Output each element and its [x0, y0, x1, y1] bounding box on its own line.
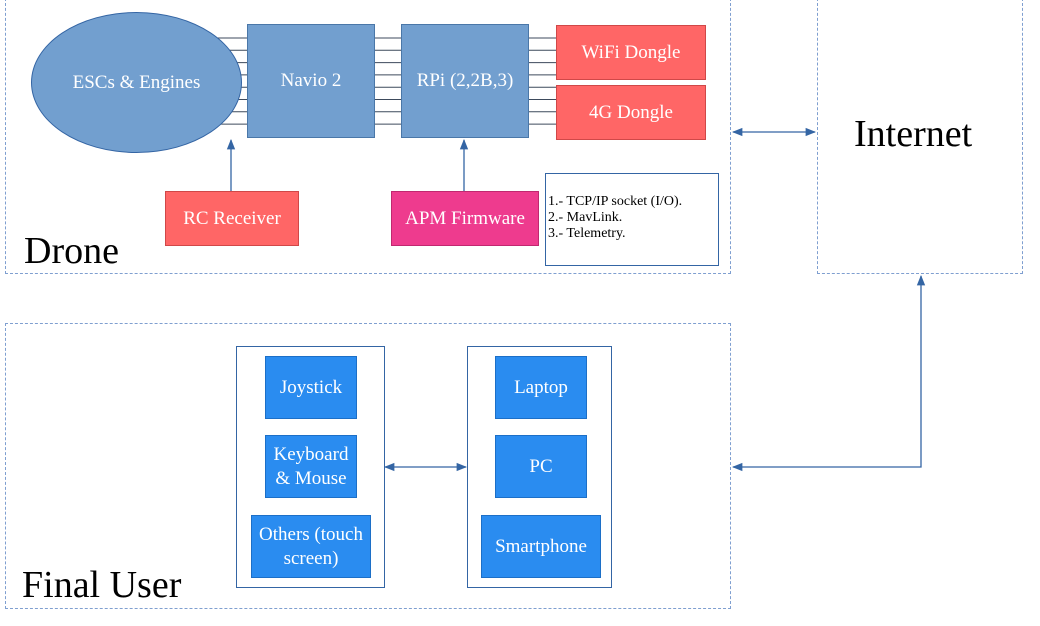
- final-user-title: Final User: [22, 564, 182, 606]
- apm-firmware-node: APM Firmware: [391, 191, 539, 246]
- keyboard-mouse-node: Keyboard & Mouse: [265, 435, 357, 498]
- note-tcp: 1.- TCP/IP socket (I/O).: [548, 194, 683, 209]
- wifi-dongle-label: WiFi Dongle: [581, 41, 681, 63]
- final-user-zone: [5, 323, 731, 609]
- apm-firmware-label: APM Firmware: [405, 207, 525, 229]
- others-touch-node: Others (touch screen): [251, 515, 371, 578]
- protocol-notes: 1.- TCP/IP socket (I/O). 2.- MavLink. 3.…: [545, 173, 719, 266]
- wifi-dongle-node: WiFi Dongle: [556, 25, 706, 80]
- laptop-label: Laptop: [514, 376, 568, 398]
- navio-node: Navio 2: [247, 24, 375, 138]
- others-touch-label: Others (touch screen): [259, 523, 363, 569]
- joystick-label: Joystick: [279, 376, 343, 398]
- 4g-dongle-node: 4G Dongle: [556, 85, 706, 140]
- smartphone-node: Smartphone: [481, 515, 601, 578]
- smartphone-label: Smartphone: [495, 535, 587, 557]
- joystick-node: Joystick: [265, 356, 357, 419]
- drone-zone: [5, 0, 731, 274]
- note-mavlink: 2.- MavLink.: [548, 210, 623, 226]
- rpi-node: RPi (2,2B,3): [401, 24, 529, 138]
- rc-receiver-node: RC Receiver: [165, 191, 299, 246]
- escs-engines-node: ESCs & Engines: [31, 12, 242, 153]
- internet-title: Internet: [854, 113, 973, 155]
- pc-node: PC: [495, 435, 587, 498]
- 4g-dongle-label: 4G Dongle: [589, 101, 673, 123]
- navio-label: Navio 2: [280, 70, 342, 92]
- pc-label: PC: [529, 455, 553, 477]
- internet-user-connector: [731, 274, 926, 472]
- laptop-node: Laptop: [495, 356, 587, 419]
- escs-engines-label: ESCs & Engines: [72, 71, 201, 93]
- drone-title: Drone: [24, 230, 119, 272]
- rc-receiver-label: RC Receiver: [183, 207, 281, 229]
- note-telemetry: 3.- Telemetry.: [548, 226, 626, 242]
- internet-zone: [817, 0, 1023, 274]
- rpi-label: RPi (2,2B,3): [416, 70, 514, 92]
- keyboard-mouse-label: Keyboard & Mouse: [273, 443, 349, 489]
